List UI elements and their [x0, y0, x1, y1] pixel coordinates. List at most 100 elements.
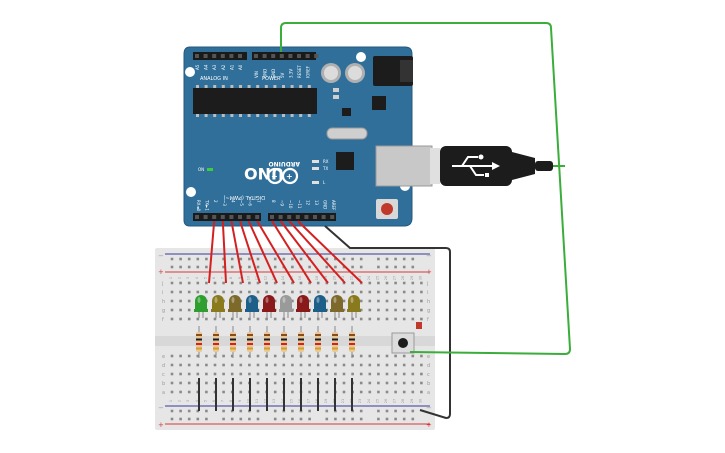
breadboard-hole[interactable]	[239, 381, 243, 385]
breadboard-hole[interactable]	[291, 317, 294, 321]
breadboard-hole[interactable]	[342, 409, 346, 413]
breadboard-hole[interactable]	[368, 281, 372, 285]
breadboard-hole[interactable]	[385, 290, 389, 294]
breadboard-hole[interactable]	[187, 299, 191, 303]
breadboard-hole[interactable]	[359, 372, 363, 376]
breadboard-hole[interactable]	[273, 281, 277, 285]
breadboard-hole[interactable]	[170, 363, 174, 367]
breadboard-hole[interactable]	[377, 299, 380, 303]
breadboard-hole[interactable]	[248, 372, 251, 376]
breadboard-hole[interactable]	[213, 281, 217, 285]
breadboard-hole[interactable]	[342, 317, 346, 321]
breadboard-hole[interactable]	[239, 417, 243, 421]
header-pin[interactable]	[305, 54, 310, 58]
breadboard-hole[interactable]	[394, 372, 397, 376]
breadboard-hole[interactable]	[334, 363, 337, 367]
breadboard-hole[interactable]	[256, 372, 260, 376]
led[interactable]	[194, 295, 208, 318]
breadboard-hole[interactable]	[299, 281, 303, 285]
breadboard-hole[interactable]	[385, 363, 389, 367]
breadboard-hole[interactable]	[222, 317, 225, 321]
breadboard-hole[interactable]	[411, 265, 415, 269]
pushbutton[interactable]	[391, 332, 415, 354]
breadboard-hole[interactable]	[222, 265, 225, 269]
breadboard-hole[interactable]	[230, 417, 234, 421]
breadboard-hole[interactable]	[213, 290, 217, 294]
breadboard-hole[interactable]	[342, 290, 346, 294]
breadboard-hole[interactable]	[325, 372, 329, 376]
breadboard-hole[interactable]	[205, 281, 208, 285]
breadboard-hole[interactable]	[411, 372, 415, 376]
breadboard-hole[interactable]	[179, 381, 182, 385]
breadboard-hole[interactable]	[308, 354, 311, 358]
breadboard-hole[interactable]	[402, 281, 406, 285]
breadboard-hole[interactable]	[377, 372, 380, 376]
header-pin[interactable]	[330, 215, 335, 219]
signal-wire[interactable]	[288, 220, 346, 284]
breadboard-hole[interactable]	[411, 354, 415, 358]
breadboard-hole[interactable]	[308, 363, 311, 367]
breadboard-hole[interactable]	[420, 317, 423, 321]
breadboard-hole[interactable]	[179, 317, 182, 321]
breadboard-hole[interactable]	[179, 363, 182, 367]
breadboard-hole[interactable]	[402, 265, 406, 269]
breadboard-hole[interactable]	[170, 381, 174, 385]
breadboard-hole[interactable]	[411, 417, 415, 421]
breadboard-hole[interactable]	[291, 257, 294, 261]
breadboard-hole[interactable]	[368, 290, 372, 294]
breadboard-hole[interactable]	[248, 290, 251, 294]
breadboard-hole[interactable]	[299, 290, 303, 294]
breadboard-hole[interactable]	[385, 281, 389, 285]
breadboard-hole[interactable]	[265, 281, 268, 285]
breadboard-hole[interactable]	[411, 299, 415, 303]
breadboard-hole[interactable]	[196, 363, 200, 367]
breadboard-hole[interactable]	[273, 257, 277, 261]
breadboard-hole[interactable]	[170, 409, 174, 413]
header-pin[interactable]	[238, 215, 242, 219]
breadboard-hole[interactable]	[187, 381, 191, 385]
breadboard-hole[interactable]	[265, 290, 268, 294]
breadboard-hole[interactable]	[282, 257, 286, 261]
breadboard-hole[interactable]	[291, 390, 294, 394]
breadboard-hole[interactable]	[196, 281, 200, 285]
breadboard-hole[interactable]	[334, 290, 337, 294]
breadboard-hole[interactable]	[420, 390, 423, 394]
breadboard-hole[interactable]	[170, 308, 174, 312]
breadboard-hole[interactable]	[291, 363, 294, 367]
signal-wire[interactable]	[271, 220, 312, 284]
breadboard-hole[interactable]	[377, 308, 380, 312]
breadboard-hole[interactable]	[394, 354, 397, 358]
breadboard-hole[interactable]	[325, 299, 329, 303]
header-pin[interactable]	[271, 54, 276, 58]
breadboard-hole[interactable]	[213, 354, 217, 358]
usb-port[interactable]	[375, 145, 433, 187]
breadboard-hole[interactable]	[334, 281, 337, 285]
breadboard-hole[interactable]	[170, 290, 174, 294]
breadboard-hole[interactable]	[377, 265, 380, 269]
breadboard-hole[interactable]	[377, 257, 380, 261]
breadboard-hole[interactable]	[411, 317, 415, 321]
breadboard-hole[interactable]	[316, 281, 320, 285]
signal-wire[interactable]	[208, 220, 216, 284]
breadboard-hole[interactable]	[179, 290, 182, 294]
breadboard-hole[interactable]	[411, 308, 415, 312]
breadboard-hole[interactable]	[205, 417, 208, 421]
breadboard-hole[interactable]	[170, 372, 174, 376]
breadboard-hole[interactable]	[394, 317, 397, 321]
breadboard-hole[interactable]	[187, 290, 191, 294]
header-pin[interactable]	[321, 215, 326, 219]
breadboard-hole[interactable]	[342, 257, 346, 261]
breadboard-hole[interactable]	[402, 381, 406, 385]
breadboard-hole[interactable]	[385, 417, 389, 421]
breadboard-hole[interactable]	[187, 363, 191, 367]
breadboard-hole[interactable]	[205, 372, 208, 376]
signal-wire[interactable]	[221, 220, 227, 284]
breadboard-hole[interactable]	[316, 372, 320, 376]
header-pin[interactable]	[254, 54, 258, 58]
breadboard-hole[interactable]	[187, 308, 191, 312]
header-pin[interactable]	[262, 54, 267, 58]
breadboard-hole[interactable]	[230, 290, 234, 294]
breadboard-hole[interactable]	[359, 265, 363, 269]
header-pin[interactable]	[270, 215, 274, 219]
breadboard-hole[interactable]	[291, 299, 294, 303]
